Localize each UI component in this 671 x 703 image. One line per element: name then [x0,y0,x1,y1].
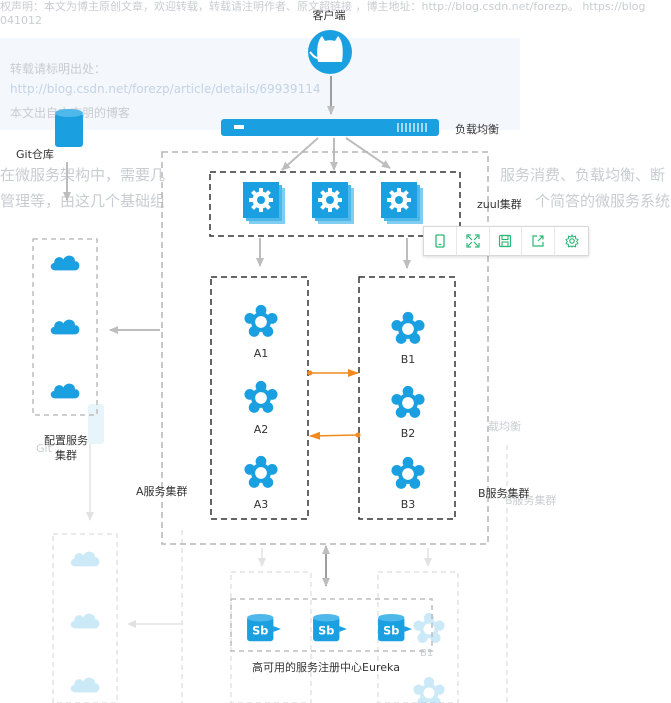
config-cluster-box [32,238,98,416]
node-b1-label: B1 [401,353,416,366]
paragraph-left-1: 在微服务架构中，需要几 [0,166,166,184]
config-label-line2: 集群 [55,448,77,462]
config-cloud-icon-3 [50,383,80,399]
arrow-a-to-b [307,369,359,377]
watermark-header-line2: 041012 [0,14,42,27]
outer-cluster-box [161,151,489,545]
zuul-gear-icon-1 [243,182,285,224]
save-icon [499,234,512,248]
floating-toolbar [423,226,589,256]
notice-url[interactable]: http://blog.csdn.net/forezp/article/deta… [10,82,321,96]
tablet-button[interactable] [424,227,457,255]
config-cloud-icon-2 [50,319,80,335]
service-b-cluster-box [358,276,456,520]
fullscreen-button[interactable] [457,227,490,255]
node-a1-label: A1 [254,347,269,360]
arrow-lb-to-zuul-3 [345,137,391,169]
client-label: 客户端 [313,8,346,22]
eureka-label: 高可用的服务注册中心Eureka [252,660,400,674]
config-label-line1: 配置服务 [44,434,88,447]
client-icon [308,30,352,74]
save-button[interactable] [490,227,523,255]
node-a2-icon [244,380,278,413]
settings-button[interactable] [555,227,588,255]
ghost-label-lb: 载均衡 [488,420,521,433]
fullscreen-icon [466,234,480,248]
tablet-icon [435,234,445,248]
paragraph-left-2: 管理等，由这几个基础组 [0,192,166,210]
arrow-b-to-a [309,431,361,440]
ghost-label-b-cluster: B服务集群 [505,494,557,507]
eureka-cluster-box [230,598,433,652]
ghost-label-git: Git [36,442,52,455]
node-b3-label: B3 [401,498,416,511]
share-button[interactable] [522,227,556,255]
node-a2-label: A2 [254,423,269,436]
service-b-label: B服务集群 [478,486,530,500]
settings-icon [564,234,579,248]
notice-title: 转载请标明出处： [10,62,107,76]
paragraph-right-2: 个简答的微服务系统 [535,192,671,210]
zuul-gear-icon-2 [312,182,354,224]
node-a1-icon [244,304,278,337]
eureka-db-icon-3 [378,613,412,642]
eureka-db-icon-1 [247,613,281,642]
config-cloud-icon-1 [50,255,80,271]
node-b1-icon [391,311,425,344]
ghost-diagram [52,404,508,703]
node-b3-icon [391,456,425,489]
ghost-label-b1: B1 [420,648,434,659]
node-b2-icon [391,385,425,418]
share-icon [532,235,544,247]
node-a3-label: A3 [254,498,269,511]
service-a-label: A服务集群 [136,484,188,498]
arrow-lb-to-zuul-1 [281,137,319,171]
eureka-db-icon-2 [313,613,347,642]
load-balancer-icon [221,119,439,136]
zuul-gear-icon-3 [381,182,423,224]
git-repo-icon [55,109,83,147]
git-label: Git仓库 [16,147,54,161]
zuul-cluster-box [209,171,461,237]
notice-box [0,38,520,130]
paragraph-right-1: 服务消费、负载均衡、断 [500,166,666,184]
lb-label: 负载均衡 [455,122,499,136]
zuul-label: zuul集群 [477,197,522,211]
node-a3-icon [244,455,278,488]
watermark-header-line1: 权声明：本文为博主原创文章，欢迎转载，转载请注明作者、原文超链接 ，博主地址：h… [0,0,646,13]
node-b2-label: B2 [401,427,416,440]
